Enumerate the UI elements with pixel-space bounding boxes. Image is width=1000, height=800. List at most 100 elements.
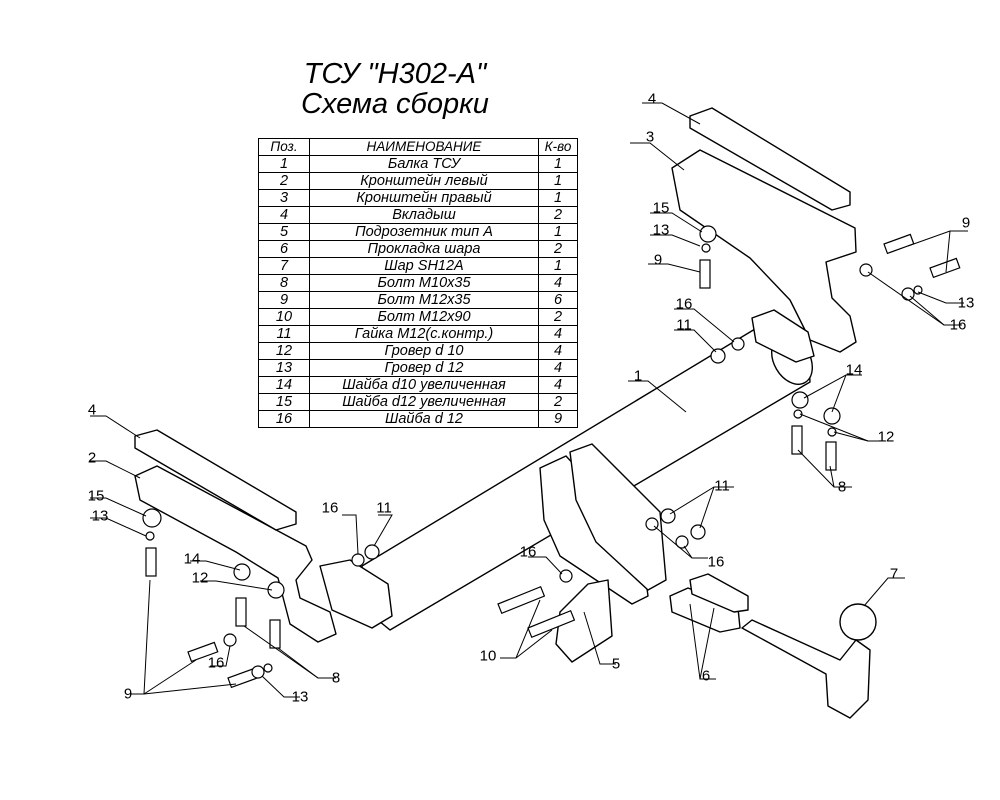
cell-qty: 1 [538,223,578,241]
callout-10: 10 [479,647,497,665]
callout-13: 13 [957,294,975,312]
tow-ball [839,603,877,641]
washer-14-left-1 [233,563,251,581]
callout-11: 11 [376,499,392,517]
washer-16-center [559,569,573,583]
callout-12: 12 [877,428,895,446]
callout-16: 16 [707,553,725,571]
grover-13-far-right [913,285,923,295]
washer-14-right-1 [791,391,809,409]
grover-13-left-low [263,663,273,673]
callout-9: 9 [653,251,663,269]
grover-12-right-2 [827,427,837,437]
bracket-left [134,465,337,643]
cell-qty: 4 [538,376,578,394]
washer-16-mid-2 [675,535,689,549]
callout-14: 14 [845,361,863,379]
cell-name: Прокладка шара [309,240,539,258]
callout-9: 9 [123,685,133,703]
bolt-9-left-low-1 [187,641,219,663]
header-pos: Поз. [258,138,310,156]
callout-5: 5 [611,655,621,673]
diagram-title: ТСУ "Н302-А" [303,58,487,90]
beam-end-plate-left [319,559,393,629]
callout-13: 13 [291,688,309,706]
bolt-8-left-2 [269,619,281,649]
callout-7: 7 [889,565,899,583]
callout-8: 8 [837,478,847,496]
nut-11-mid-2 [690,524,706,540]
tow-ball-neck [741,619,871,719]
callout-8: 8 [331,669,341,687]
callout-13: 13 [91,507,109,525]
cell-pos: 16 [258,410,310,428]
leader-lines [90,102,968,698]
washer-16-left [351,553,365,567]
callout-16: 16 [949,316,967,334]
callout-11: 11 [676,316,692,334]
diagram-subtitle: Схема сборки [301,88,489,120]
cell-name: Болт М12х90 [309,308,539,326]
callout-4: 4 [87,401,97,419]
callout-14: 14 [183,550,201,568]
washer-14-right-2 [823,407,841,425]
callout-6: 6 [701,667,711,685]
bolt-9-far-right-2 [929,257,961,279]
cell-pos: 11 [258,325,310,343]
callout-13: 13 [652,221,670,239]
cell-qty: 9 [538,410,578,428]
callout-3: 3 [645,128,655,146]
washer-15-right [699,225,717,243]
grover-12-right-1 [793,409,803,419]
insert-left [134,429,297,531]
bolt-8-right-1 [791,425,803,455]
cell-name: Подрозетник тип А [309,223,539,241]
cell-qty: 2 [538,308,578,326]
bolt-9-far-right-1 [883,233,915,255]
nut-11-left [364,544,380,560]
nut-11-mid-1 [660,508,676,524]
washer-16-left-low [223,633,237,647]
beam-end-plate-right [751,309,815,363]
socket-plate [555,579,613,663]
washer-14-left-2 [267,581,285,599]
insert-right [689,107,851,211]
callout-4: 4 [647,90,657,108]
bolt-9-right [699,259,711,289]
ball-mount-plate-rear [569,443,667,591]
ball-spacer-1 [669,587,741,633]
callout-2: 2 [87,449,97,467]
callout-16: 16 [207,654,225,672]
bolt-8-left-1 [235,597,247,627]
bolt-8-right-2 [825,441,837,471]
cell-name: Кронштейн левый [309,172,539,190]
bolt-10-2 [527,609,576,639]
washer-16-far-right-1 [859,263,873,277]
bolt-9-left [145,547,157,577]
callout-16: 16 [675,295,693,313]
cell-name: Шайба d 12 [309,410,539,428]
callout-15: 15 [652,199,670,217]
bolt-10-1 [497,585,546,615]
callout-16: 16 [321,499,339,517]
washer-16-left-low-2 [251,665,265,679]
callout-16: 16 [519,543,537,561]
callout-11: 11 [714,477,730,495]
callout-15: 15 [87,487,105,505]
grover-13-left [145,531,155,541]
callout-9: 9 [961,214,971,232]
parts-table-header: Поз. НАИМЕНОВАНИЕ К-во [258,138,578,156]
ball-spacer-2 [689,573,749,613]
